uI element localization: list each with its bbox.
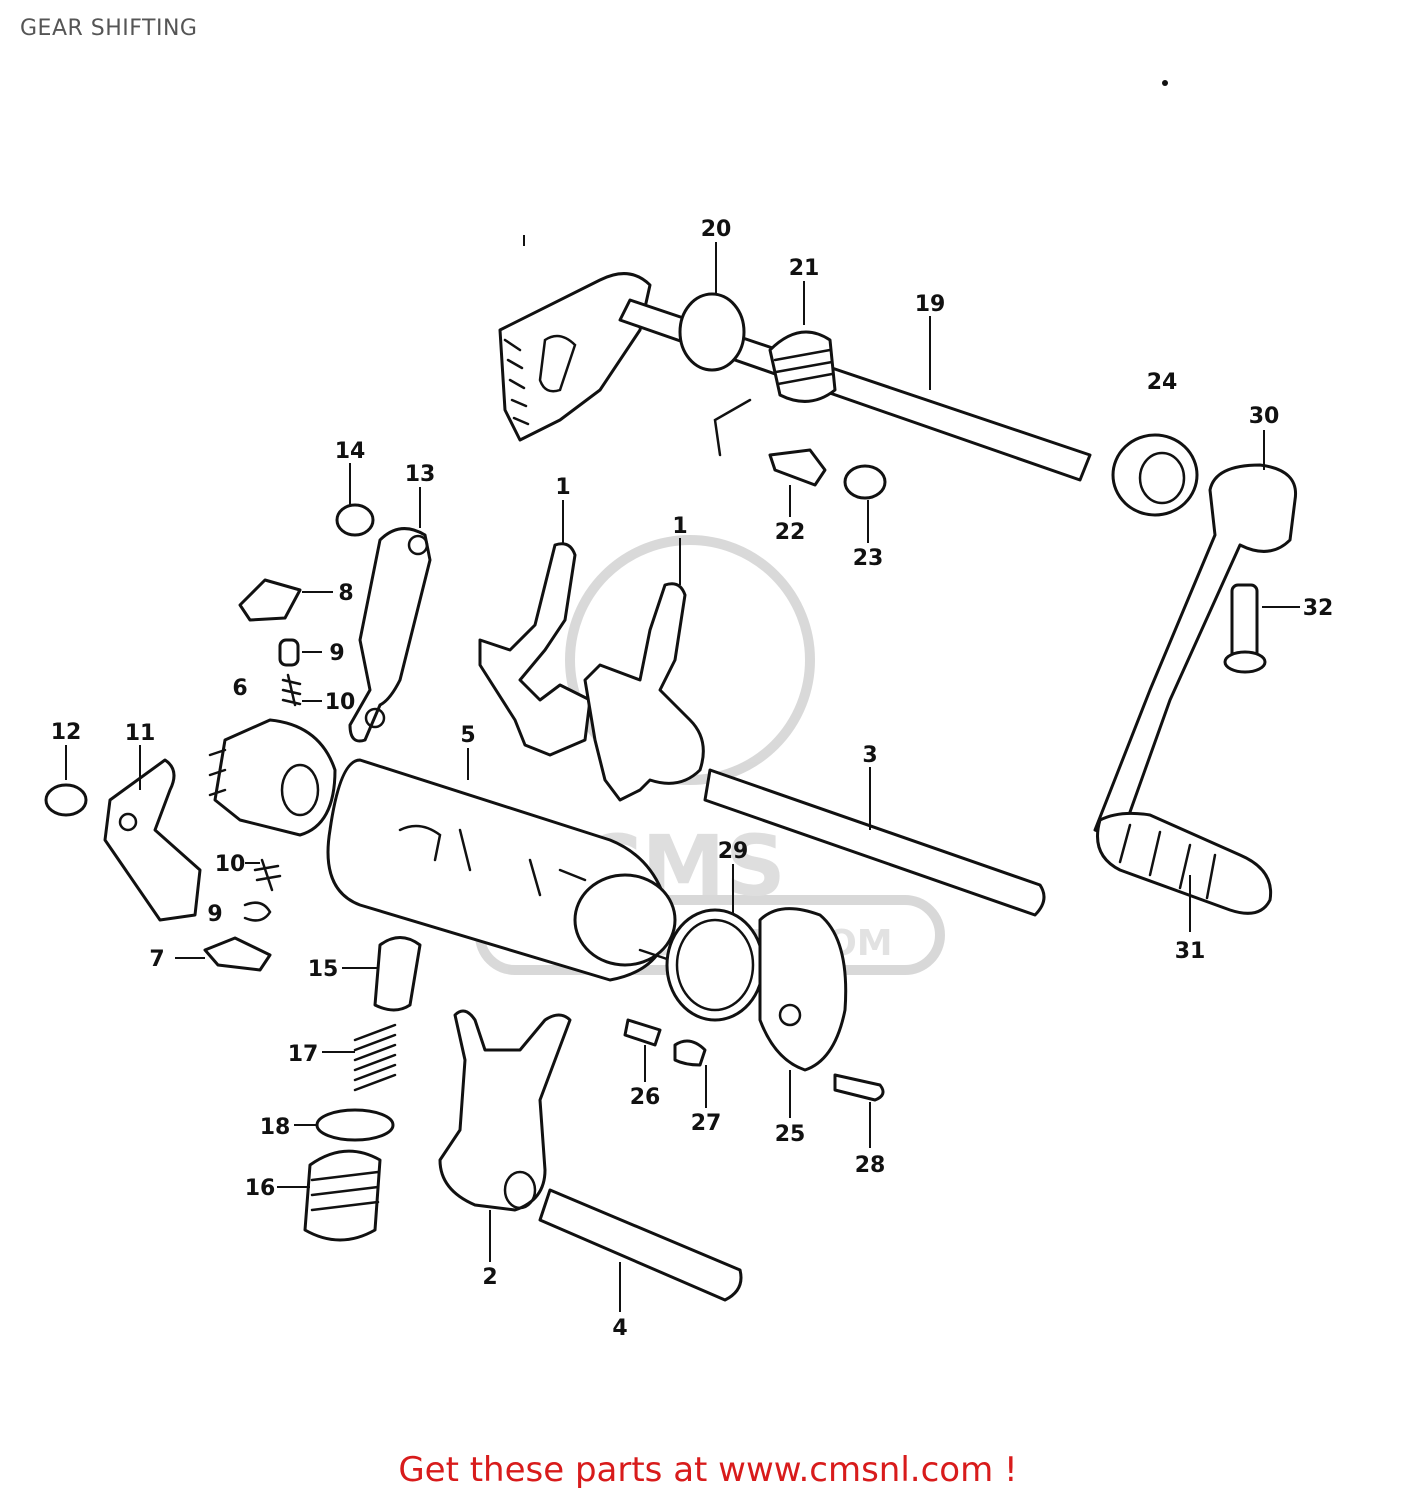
callout-10b: 10 bbox=[215, 852, 246, 877]
callout-11: 11 bbox=[125, 721, 156, 746]
gearshift-shaft-assembly bbox=[498, 272, 1092, 482]
callout-10a: 10 bbox=[325, 690, 356, 715]
gearshift-fork-lower bbox=[438, 1009, 743, 1302]
callout-8: 8 bbox=[338, 581, 353, 606]
callout-20: 20 bbox=[701, 217, 732, 242]
callout-labels: 1 1 2 3 4 5 6 7 8 9 9 10 10 11 12 13 14 … bbox=[51, 217, 1334, 1341]
callout-32: 32 bbox=[1303, 596, 1334, 621]
callout-3: 3 bbox=[862, 743, 877, 768]
callout-31: 31 bbox=[1175, 939, 1206, 964]
callout-19: 19 bbox=[915, 292, 946, 317]
oil-seal bbox=[1111, 433, 1199, 517]
page-title: GEAR SHIFTING bbox=[20, 16, 198, 41]
callout-7: 7 bbox=[149, 947, 164, 972]
callout-12: 12 bbox=[51, 720, 82, 745]
shaft-clip-parts bbox=[768, 448, 887, 500]
callout-4: 4 bbox=[612, 1316, 627, 1341]
callout-18: 18 bbox=[260, 1115, 291, 1140]
gearshift-cam-drum bbox=[326, 758, 702, 982]
small-parts-upper bbox=[238, 578, 302, 707]
leader-lines bbox=[65, 242, 1300, 1312]
callout-2: 2 bbox=[482, 1265, 497, 1290]
callout-1a: 1 bbox=[555, 475, 570, 500]
callout-6: 6 bbox=[232, 676, 247, 701]
callout-14: 14 bbox=[335, 439, 366, 464]
callout-26: 26 bbox=[630, 1085, 661, 1110]
gearshift-lever bbox=[1093, 463, 1298, 915]
speck-dot bbox=[1162, 80, 1168, 86]
callout-27: 27 bbox=[691, 1111, 722, 1136]
cover-assembly bbox=[623, 907, 885, 1102]
cam-stopper-plate bbox=[44, 758, 282, 972]
callout-9b: 9 bbox=[207, 902, 222, 927]
callout-25: 25 bbox=[775, 1122, 806, 1147]
callout-23: 23 bbox=[853, 546, 884, 571]
footer-cta-link[interactable]: Get these parts at www.cmsnl.com ! bbox=[398, 1450, 1018, 1490]
cam-driven-gear bbox=[208, 718, 337, 837]
callout-28: 28 bbox=[855, 1153, 886, 1178]
callout-30: 30 bbox=[1249, 404, 1280, 429]
callout-9a: 9 bbox=[329, 641, 344, 666]
cam-stopper-arm bbox=[335, 503, 432, 743]
callout-16: 16 bbox=[245, 1176, 276, 1201]
gearshift-forks-upper bbox=[478, 542, 705, 802]
neutral-switch-stack bbox=[303, 936, 422, 1242]
callout-22: 22 bbox=[775, 520, 806, 545]
callout-13: 13 bbox=[405, 462, 436, 487]
callout-21: 21 bbox=[789, 256, 820, 281]
callout-17: 17 bbox=[288, 1042, 319, 1067]
callout-5: 5 bbox=[460, 723, 475, 748]
callout-29: 29 bbox=[718, 839, 749, 864]
callout-15: 15 bbox=[308, 957, 339, 982]
oil-seal-bore bbox=[1138, 451, 1186, 505]
callout-1b: 1 bbox=[672, 514, 687, 539]
callout-24: 24 bbox=[1147, 370, 1178, 395]
fork-shaft-upper bbox=[703, 768, 1046, 917]
